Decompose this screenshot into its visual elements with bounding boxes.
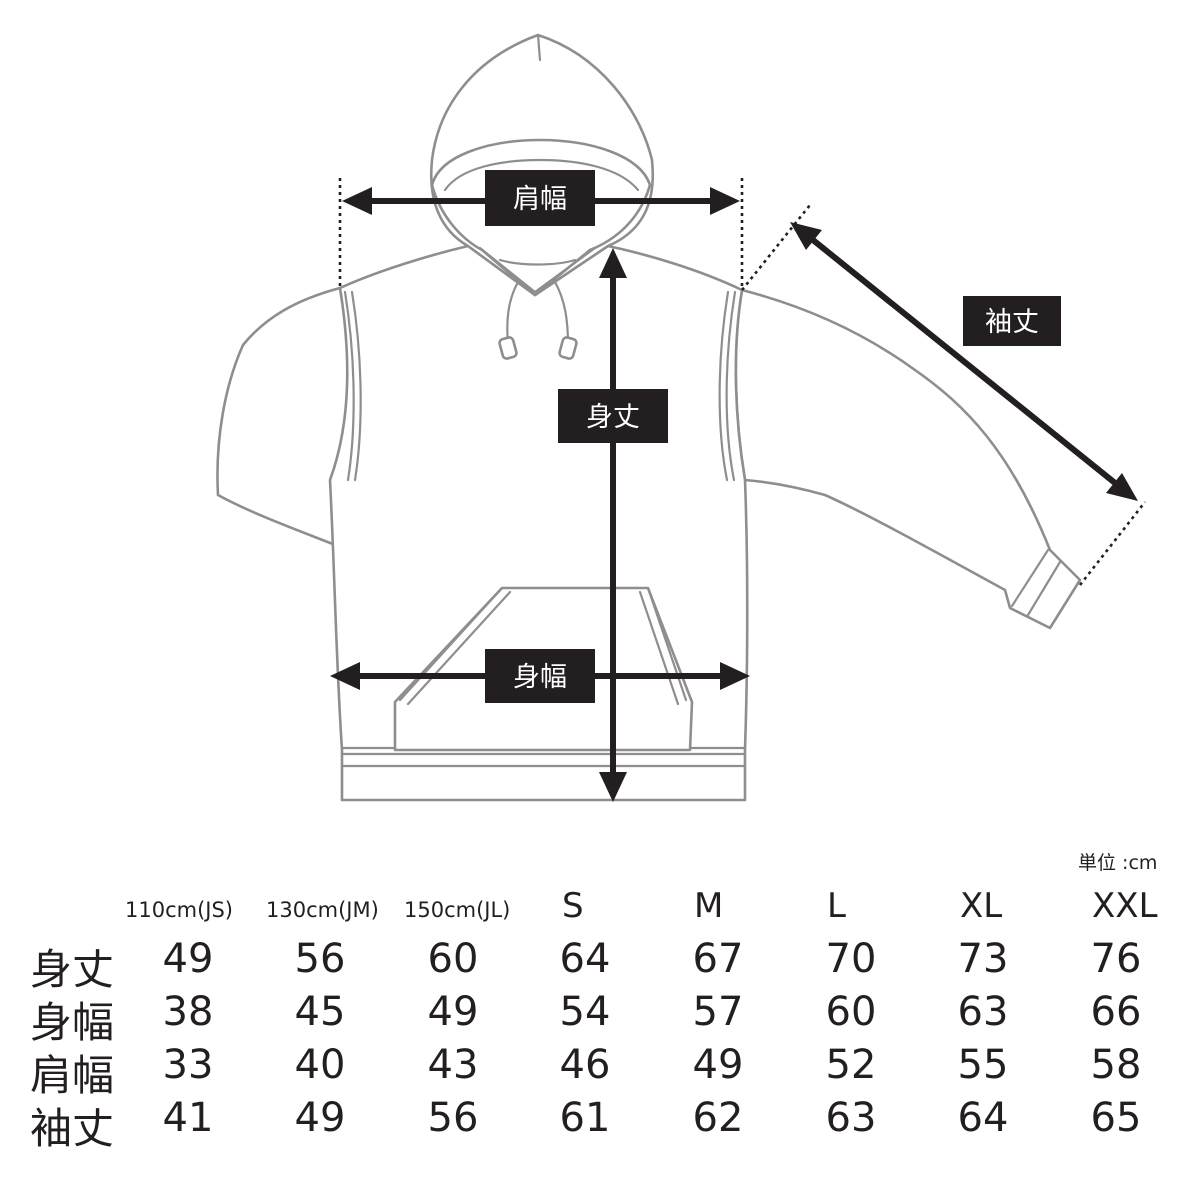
table-cell: 64 — [957, 1095, 1009, 1141]
table-cell: 67 — [692, 936, 744, 982]
table-cell: 56 — [427, 1095, 479, 1141]
table-cell: 43 — [427, 1042, 479, 1088]
sleeve-guide-bottom — [1078, 501, 1147, 586]
size-header: XL — [960, 886, 1003, 926]
size-header: XXL — [1092, 886, 1158, 926]
body-width-label: 身幅 — [513, 662, 567, 693]
table-cell: 49 — [427, 989, 479, 1035]
sleeve-length-arrow — [806, 233, 1122, 490]
table-cell: 54 — [559, 989, 611, 1035]
sleeve-guide-top — [740, 204, 812, 291]
table-cell: 49 — [162, 936, 214, 982]
table-cell: 33 — [162, 1042, 214, 1088]
table-cell: 63 — [825, 1095, 877, 1141]
table-cell: 55 — [957, 1042, 1009, 1088]
table-cell: 49 — [294, 1095, 346, 1141]
table-cell: 65 — [1090, 1095, 1142, 1141]
table-cell: 64 — [559, 936, 611, 982]
table-cell: 66 — [1090, 989, 1142, 1035]
table-cell: 76 — [1090, 936, 1142, 982]
measurement-annotations: 肩幅 袖丈 身丈 身幅 — [330, 170, 1147, 802]
size-chart-table: 単位 :cm 110cm(JS) 130cm(JM) 150cm(JL) S M… — [0, 840, 1200, 1180]
row-label: 袖丈 — [30, 1104, 115, 1153]
row-label: 身幅 — [30, 998, 115, 1047]
table-cell: 70 — [825, 936, 877, 982]
size-header: 130cm(JM) — [266, 898, 379, 922]
shoulder-width-label-box — [485, 170, 595, 226]
table-cell: 38 — [162, 989, 214, 1035]
table-cell: 45 — [294, 989, 346, 1035]
size-header: L — [827, 886, 846, 926]
table-cell: 57 — [692, 989, 744, 1035]
table-cell: 40 — [294, 1042, 346, 1088]
body-length-label: 身丈 — [586, 402, 640, 433]
table-cell: 60 — [825, 989, 877, 1035]
row-label: 肩幅 — [30, 1051, 115, 1100]
table-cell: 46 — [559, 1042, 611, 1088]
table-cell: 58 — [1090, 1042, 1142, 1088]
table-cell: 49 — [692, 1042, 744, 1088]
hoodie-size-diagram: 肩幅 袖丈 身丈 身幅 — [216, 33, 1147, 802]
size-header: 110cm(JS) — [125, 898, 233, 922]
unit-note: 単位 :cm — [1078, 852, 1158, 874]
table-cell: 73 — [957, 936, 1009, 982]
size-header: M — [694, 886, 724, 926]
table-cell: 61 — [559, 1095, 611, 1141]
table-cell: 41 — [162, 1095, 214, 1141]
table-cell: 63 — [957, 989, 1009, 1035]
shoulder-width-label: 肩幅 — [513, 184, 567, 215]
size-header: 150cm(JL) — [404, 898, 511, 922]
table-cell: 60 — [427, 936, 479, 982]
sleeve-length-label: 袖丈 — [985, 307, 1039, 338]
table-cell: 56 — [294, 936, 346, 982]
table-cell: 52 — [825, 1042, 877, 1088]
body-width-label-box — [485, 649, 595, 703]
row-label: 身丈 — [30, 945, 115, 994]
table-cell: 62 — [692, 1095, 744, 1141]
size-header: S — [562, 886, 584, 926]
body-length-label-box — [558, 389, 668, 443]
sleeve-length-label-box — [963, 296, 1061, 346]
